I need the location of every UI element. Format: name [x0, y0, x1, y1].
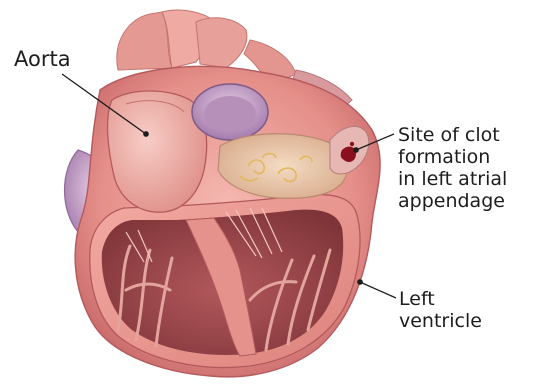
clot-site-label-line-3: in left atrial	[398, 168, 507, 190]
ventricle-leader-line	[360, 282, 396, 298]
clot-site-label-line-1: Site of clot	[398, 124, 507, 146]
clot-site-label: Site of clot formation in left atrial ap…	[398, 124, 507, 212]
left-ventricle-label-line-1: Left	[399, 288, 482, 310]
left-ventricle-label-line-2: ventricle	[399, 310, 482, 332]
left-ventricle-label: Left ventricle	[399, 288, 482, 332]
clot-site-label-line-4: appendage	[398, 190, 507, 212]
clot-site-label-line-2: formation	[398, 146, 507, 168]
aorta-label: Aorta	[14, 48, 71, 70]
aorta-label-line-1: Aorta	[14, 48, 71, 70]
